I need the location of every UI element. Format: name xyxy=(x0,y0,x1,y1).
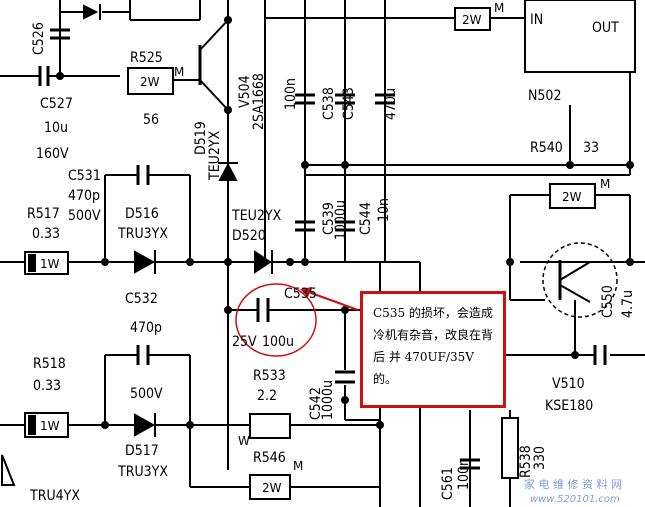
label-c561: C561 xyxy=(440,467,456,500)
label-d516-part: TRU3YX xyxy=(117,226,168,242)
label-c542-val: 1000u xyxy=(320,380,336,420)
components xyxy=(24,0,636,500)
label-c539-val: 1000u xyxy=(333,200,349,240)
label-r533-val: 2.2 xyxy=(257,388,277,404)
label-r517-val: 0.33 xyxy=(32,226,60,242)
diodes xyxy=(83,4,273,437)
transistor-v510 xyxy=(542,242,618,318)
label-c535-v: 25V xyxy=(232,334,257,350)
label-r546-body: 2W xyxy=(262,481,282,495)
label-right-m: M xyxy=(600,177,610,191)
label-r518-body: 1W xyxy=(40,419,60,433)
annotation-box: C535 的损坏，会造成冷机有杂音，改良在背 后 并 470UF/35V 的。 xyxy=(360,291,506,408)
label-w: W xyxy=(238,434,250,448)
label-v510: V510 xyxy=(552,376,585,392)
label-top-m: M xyxy=(494,1,504,15)
label-d519-part: TEU2YX xyxy=(207,130,223,181)
label-out: OUT xyxy=(592,20,619,36)
label-m1: M xyxy=(174,65,184,79)
label-v504: V504 xyxy=(237,75,253,108)
label-r540: R540 xyxy=(530,140,563,156)
label-c532-val: 470p xyxy=(130,320,162,336)
capacitors xyxy=(38,28,607,470)
label-c542: C542 xyxy=(308,387,324,420)
label-r540-val: 33 xyxy=(583,140,599,156)
label-r517-body: 1W xyxy=(40,257,60,271)
partial-symbol xyxy=(1,454,16,486)
label-c527-v: 160V xyxy=(36,146,69,162)
label-top-2w: 2W xyxy=(462,13,482,27)
label-r525-val: 56 xyxy=(143,112,159,128)
label-c526: C526 xyxy=(31,22,47,55)
label-c543-val: 470u xyxy=(383,88,399,120)
label-r533: R533 xyxy=(253,368,286,384)
label-c532-v: 500V xyxy=(130,386,163,402)
label-c550-val: 4.7u xyxy=(620,290,636,318)
watermark-line1: 家 电 维 修 资 料 网 xyxy=(524,477,622,491)
label-r546-m: M xyxy=(293,459,303,473)
label-r525: R525 xyxy=(130,50,163,66)
label-n502: N502 xyxy=(528,88,561,104)
label-c527-val: 10u xyxy=(44,120,68,136)
label-r517: R517 xyxy=(27,206,60,222)
label-c539: C539 xyxy=(321,202,337,235)
label-c535: C535 xyxy=(284,286,317,302)
label-d520: D520 xyxy=(232,228,266,244)
component-labels: C526 R525 2W M 56 C527 10u 160V D519 TEU… xyxy=(27,1,636,504)
label-d517: D517 xyxy=(125,443,159,459)
label-c532: C532 xyxy=(125,291,158,307)
label-r518: R518 xyxy=(33,356,66,372)
label-r538-val: 330 xyxy=(532,446,548,470)
c535-highlight xyxy=(235,283,359,357)
label-v504-part: 2SA1668 xyxy=(251,73,267,130)
label-c544-val: 10n xyxy=(376,198,392,222)
label-right-2w: 2W xyxy=(562,190,582,204)
label-c535-val: 100u xyxy=(262,334,294,350)
label-d520-part: TEU2YX xyxy=(231,208,282,224)
label-r546: R546 xyxy=(253,450,286,466)
label-d516: D516 xyxy=(125,206,159,222)
label-c527: C527 xyxy=(40,96,73,112)
watermark-line2: www.520101.com xyxy=(530,494,620,505)
label-c531-v: 500V xyxy=(68,208,101,224)
label-tru4yx: TRU4YX xyxy=(29,488,80,504)
label-c531-val: 470p xyxy=(68,188,100,204)
label-100n: 100n xyxy=(283,78,299,110)
junction-dots xyxy=(56,16,634,429)
label-r518-val: 0.33 xyxy=(33,378,61,394)
label-v510-part: KSE180 xyxy=(545,398,593,414)
label-d517-part: TRU3YX xyxy=(117,464,168,480)
label-in: IN xyxy=(530,12,543,28)
label-c538: C538 xyxy=(321,87,337,120)
label-c550: C550 xyxy=(600,285,616,318)
label-c543: C543 xyxy=(341,87,357,120)
label-r525-body: 2W xyxy=(140,75,160,89)
label-c561-val: 100n xyxy=(456,458,472,490)
label-c531: C531 xyxy=(68,168,101,184)
annotation-text: C535 的损坏，会造成冷机有杂音，改良在背 后 并 470UF/35V 的。 xyxy=(373,306,494,386)
label-r538: R538 xyxy=(518,445,534,478)
label-d519: D519 xyxy=(193,121,209,155)
label-c544: C544 xyxy=(358,202,374,235)
